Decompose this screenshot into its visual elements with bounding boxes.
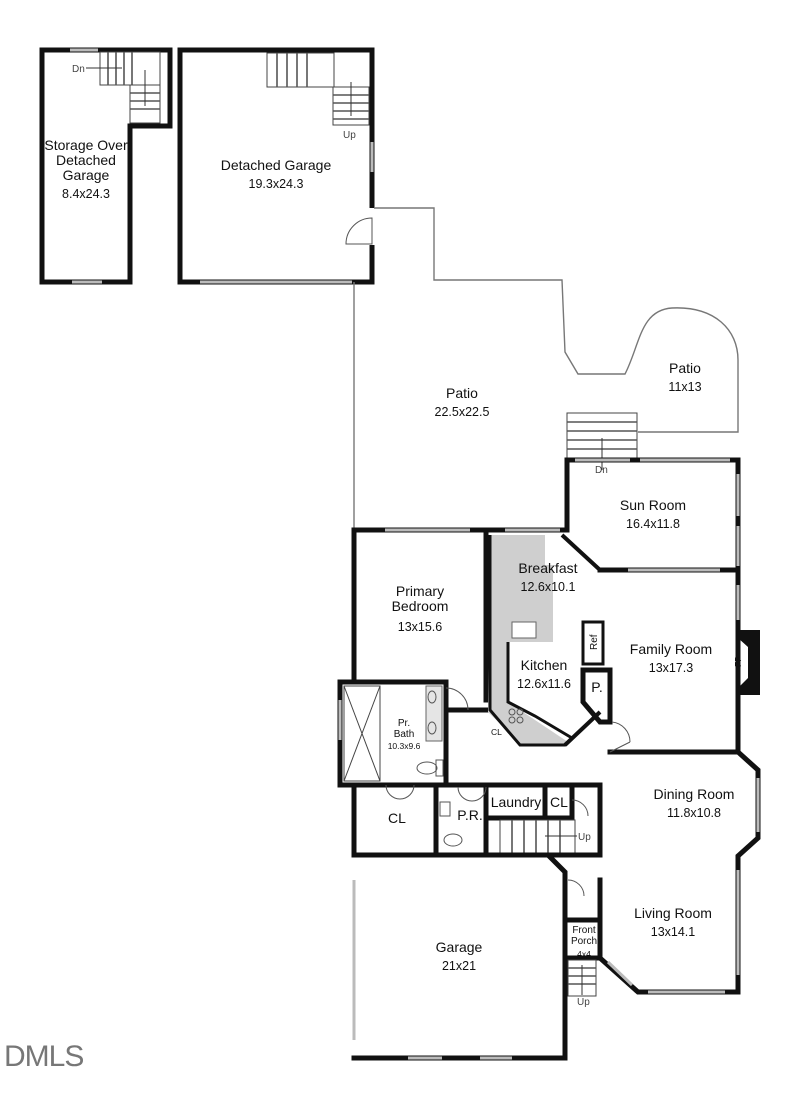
breakfast-name: Breakfast <box>518 560 577 576</box>
laundry-stairs-up: Up <box>578 832 591 843</box>
mls-watermark: DMLS <box>4 1040 84 1073</box>
kitchen-dim: 12.6x11.6 <box>517 677 571 691</box>
front-porch-name-1: Front <box>572 925 596 936</box>
sun-room-dim: 16.4x11.8 <box>626 517 680 531</box>
ref-label: Ref <box>589 634 600 650</box>
primary-bedroom-name-2: Bedroom <box>392 598 449 614</box>
dining-room-dim: 11.8x10.8 <box>667 806 721 820</box>
patio-stairs <box>566 412 638 470</box>
storage-stairs-dn: Dn <box>72 64 85 75</box>
cl-laundry-label: CL <box>550 794 568 810</box>
sun-room-name: Sun Room <box>620 497 686 513</box>
primary-bedroom-name-1: Primary <box>396 583 444 599</box>
patio-outline: Dn Patio 22.5x22.5 Patio 11x13 <box>353 207 739 530</box>
storage-name-3: Garage <box>63 167 110 183</box>
porch-stairs <box>567 959 597 997</box>
house-walls: Up <box>337 457 761 1061</box>
patio-main-name: Patio <box>446 385 478 401</box>
porch-stairs-up: Up <box>577 997 590 1008</box>
laundry-label: Laundry <box>491 794 542 810</box>
storage-name-2: Detached <box>56 152 116 168</box>
laundry-stairs <box>499 819 577 854</box>
family-room-name: Family Room <box>630 641 712 657</box>
garage-dim: 21x21 <box>442 959 476 973</box>
storage-dim: 8.4x24.3 <box>62 187 110 201</box>
storage-name-1: Storage Over <box>44 137 128 153</box>
patio-small-name: Patio <box>669 360 701 376</box>
family-room-dim: 13x17.3 <box>649 661 694 675</box>
storage-over-garage: Dn Storage Over Detached Garage 8.4x24.3 <box>39 47 173 285</box>
breakfast-dim: 12.6x10.1 <box>521 580 576 594</box>
patio-main-dim: 22.5x22.5 <box>435 405 490 419</box>
pr-bath-name-1: Pr. <box>398 718 410 729</box>
living-room-dim: 13x14.1 <box>651 925 696 939</box>
dining-room-name: Dining Room <box>654 786 735 802</box>
cl-bath-label: CL <box>388 810 406 826</box>
detached-garage: Up Detached Garage 19.3x24.3 <box>177 47 375 285</box>
fireplace-label: FP <box>733 656 743 667</box>
primary-bedroom-dim: 13x15.6 <box>398 620 443 634</box>
patio-small-dim: 11x13 <box>668 380 701 394</box>
front-porch-name-2: Porch <box>571 936 597 947</box>
garage-name: Garage <box>436 939 483 955</box>
cl-kitchen-label: CL <box>491 727 502 737</box>
pr-bath-name-2: Bath <box>394 729 415 740</box>
pr-bath-dim: 10.3x9.6 <box>388 741 421 751</box>
pantry-label: P. <box>591 679 602 695</box>
powder-room-label: P.R. <box>457 807 482 823</box>
living-room-name: Living Room <box>634 905 712 921</box>
kitchen-name: Kitchen <box>521 657 568 673</box>
storage-stairs <box>86 51 161 124</box>
front-porch-dim: 4x4 <box>577 949 591 959</box>
garage-stairs-up: Up <box>343 130 356 141</box>
detached-garage-name: Detached Garage <box>221 157 332 173</box>
garage-stairs <box>266 52 370 126</box>
patio-stairs-dn: Dn <box>595 465 608 476</box>
detached-garage-dim: 19.3x24.3 <box>249 177 304 191</box>
